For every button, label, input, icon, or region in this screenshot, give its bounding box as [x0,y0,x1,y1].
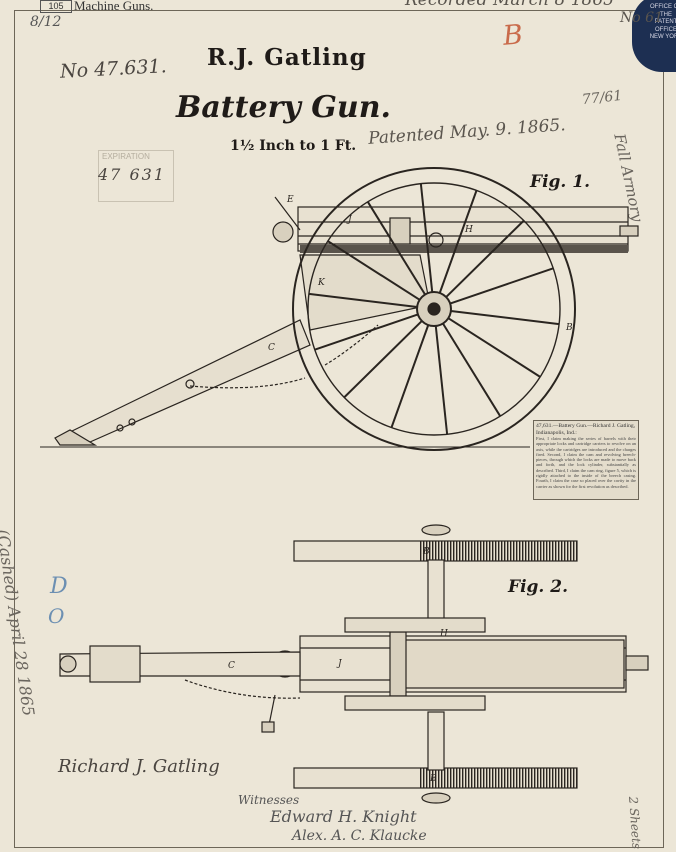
label-barrel-fig2: J [336,659,343,669]
catalog-box: 105 [40,0,72,13]
inventor-title: R.J. Gatling [207,44,367,71]
wheel-fig1 [292,167,576,451]
office-seal [632,0,676,72]
wheel-spokes [308,183,560,435]
recorded-note: Recorded March 8 1865 [405,0,614,10]
wheel-spoke [438,190,478,294]
trail-fig1 [68,319,311,443]
label-breech-fig1: E [286,195,294,205]
office-seal-text: OFFICE OF THE PATENT OFFICE NEW YORK [649,4,676,40]
invention-title: Battery Gun. [176,90,391,125]
wheel-spoke [442,322,502,417]
fig2-label: Fig. 2. [508,577,568,597]
wheel-spoke [343,320,423,399]
fig1-label: Fig. 1. [530,172,590,192]
wheel-spoke [449,267,554,305]
label-trail-fig1: C [268,343,275,353]
label-trail-fig2: C [228,661,235,671]
wheel-spoke [314,313,419,351]
breech-knob [272,221,294,243]
witness-label: Witnesses [238,793,300,807]
recorded-number: No 61 [620,10,663,26]
label-wheel-fig2-bottom: B [429,774,437,784]
wheel-spoke [390,324,430,428]
catalog-title: Machine Guns. [74,0,154,13]
expiration-stamp [98,150,174,202]
gazette-claims: First, I claim making the series of barr… [536,436,636,489]
stamp-number: 47 631 [98,165,166,184]
wheel-spoke [419,183,434,293]
witness-signature-2: Alex. A. C. Klaucke [292,828,427,844]
label-wheel-fig2-top: B [422,547,430,557]
gazette-heading: 47,631.—Battery Gun.—Richard J. Gatling,… [536,423,636,436]
blue-mark-circle: O [48,604,65,628]
sheet-border [14,10,664,848]
drawing-scale: 1½ Inch to 1 Ft. [230,138,357,154]
wheel-spoke [445,219,525,298]
wheel-spoke [366,201,426,296]
label-elevator-fig1: K [317,278,326,288]
chain-fig1 [189,377,306,389]
expiration-stamp-text: EXPIRATION [102,152,150,161]
label-crank-fig2: H [439,629,448,639]
label-wheel-fig1: B [565,323,573,333]
axle-bottom [427,711,445,771]
wheel-spoke [447,317,541,378]
label-barrel-fig1: J [346,215,353,225]
wheel-spoke [434,325,449,435]
label-crank-fig1: H [464,225,473,235]
wheel-spoke [308,292,418,308]
corner-note: 8/12 [30,14,62,30]
wheel-spoke [450,310,560,326]
trail-spade [54,429,98,446]
witness-signature-1: Edward H. Knight [270,807,417,826]
inventor-signature: Richard J. Gatling [58,756,220,777]
gazette-clipping: 47,631.—Battery Gun.—Richard J. Gatling,… [533,420,639,500]
blue-mark: D [50,574,68,599]
wheel-spoke [327,240,421,301]
